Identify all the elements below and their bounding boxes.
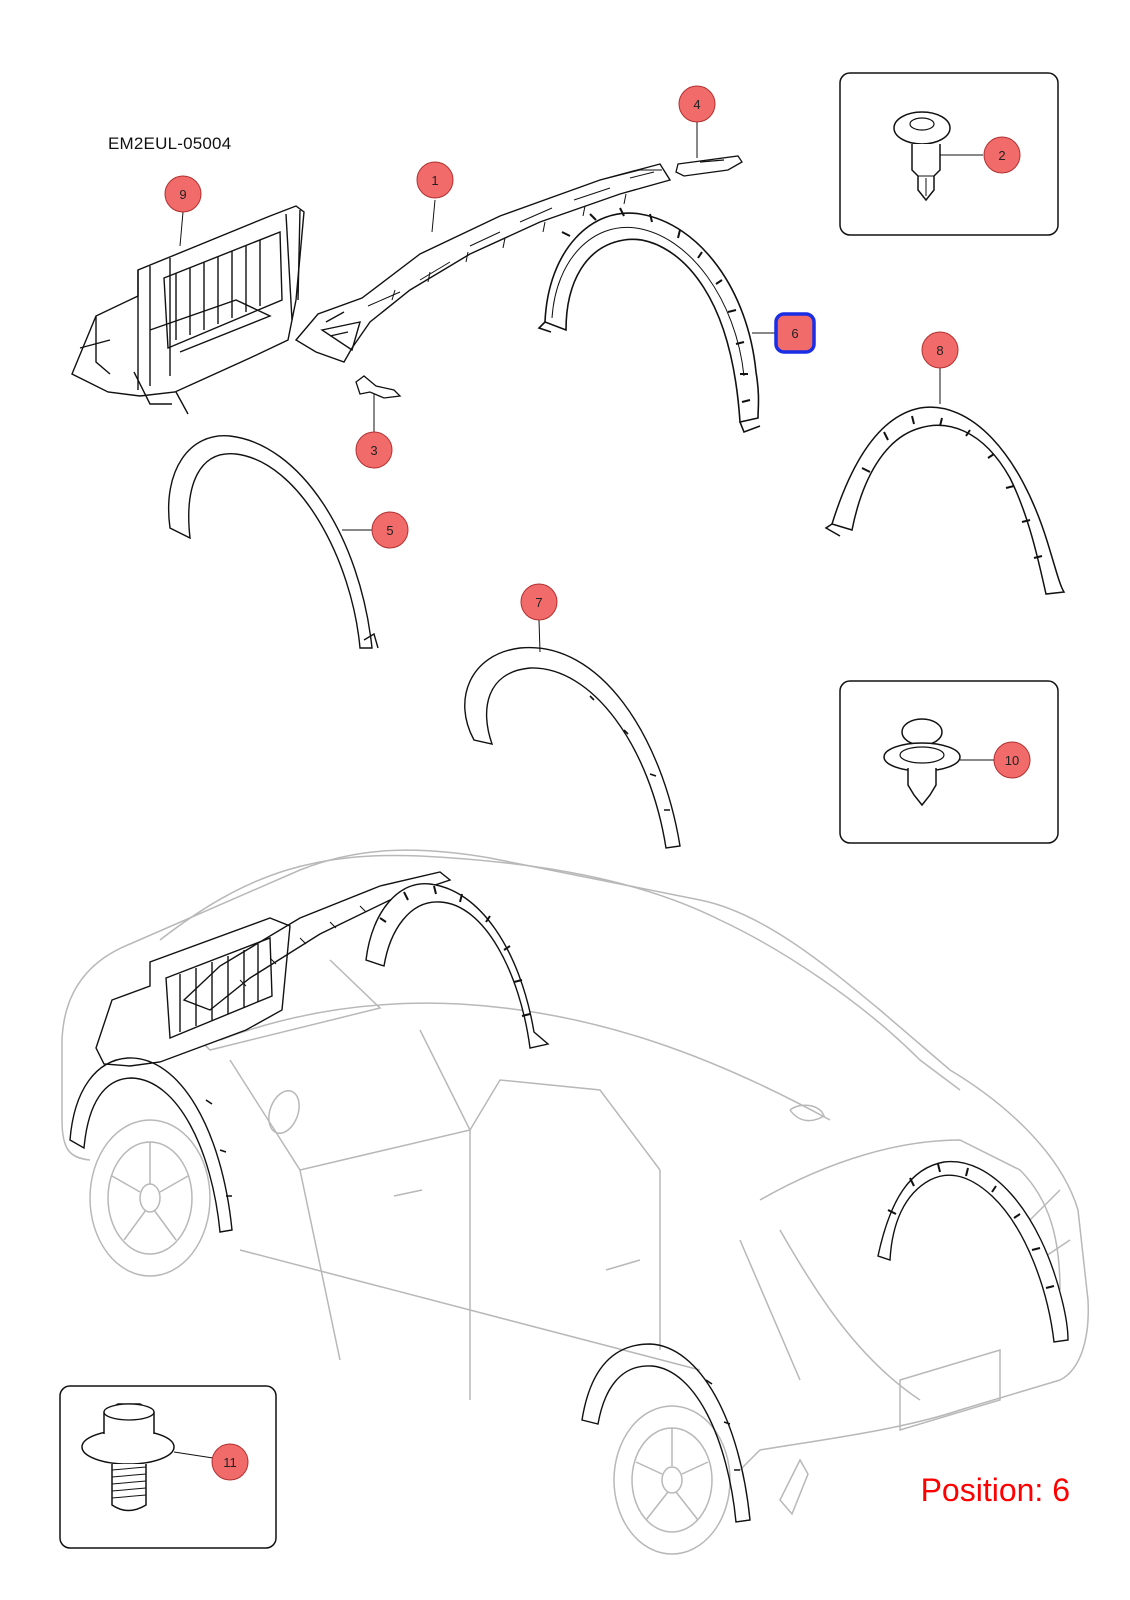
callout-leader-lines <box>179 122 941 653</box>
callout-10[interactable]: 10 <box>993 741 1031 779</box>
vehicle-installed-parts <box>69 871 1069 1523</box>
part-6-wheel-arch-liner <box>537 207 761 434</box>
part-1-cowl-cover <box>294 163 672 363</box>
part-4-bracket <box>675 155 743 177</box>
position-label: Position: 6 <box>920 1472 1070 1508</box>
callout-11[interactable]: 11 <box>211 1443 249 1481</box>
callout-2[interactable]: 2 <box>983 136 1021 174</box>
callout-8[interactable]: 8 <box>921 331 959 369</box>
part-8-rear-arch-liner <box>824 406 1066 595</box>
callout-bubbles: 1 2 3 4 5 6 7 <box>164 85 1031 1481</box>
part-3-clip-bracket <box>355 375 402 399</box>
callout-6-selected[interactable]: 6 <box>774 312 816 354</box>
svg-text:5: 5 <box>386 523 393 538</box>
callout-1[interactable]: 1 <box>416 161 454 199</box>
svg-text:6: 6 <box>791 326 798 341</box>
detail-box-bolt-11 <box>59 1385 277 1549</box>
svg-text:2: 2 <box>998 148 1005 163</box>
svg-text:7: 7 <box>535 595 542 610</box>
part-9-front-shutter <box>71 205 305 415</box>
svg-text:8: 8 <box>936 343 943 358</box>
svg-text:3: 3 <box>370 443 377 458</box>
callout-7[interactable]: 7 <box>520 583 558 621</box>
callout-5[interactable]: 5 <box>371 511 409 549</box>
svg-text:11: 11 <box>223 1455 237 1470</box>
detail-box-clip-10 <box>839 680 1059 844</box>
part-7-rear-wheel-flare <box>464 646 681 849</box>
svg-text:4: 4 <box>693 97 700 112</box>
diagram-reference-code: EM2EUL-05004 <box>108 134 232 153</box>
svg-text:1: 1 <box>431 173 438 188</box>
callout-9[interactable]: 9 <box>164 175 202 213</box>
svg-text:10: 10 <box>1005 753 1019 768</box>
svg-text:9: 9 <box>179 187 186 202</box>
callout-4[interactable]: 4 <box>678 85 716 123</box>
detail-box-clip-2 <box>839 72 1059 236</box>
part-5-front-wheel-flare <box>168 435 379 649</box>
callout-3[interactable]: 3 <box>355 431 393 469</box>
